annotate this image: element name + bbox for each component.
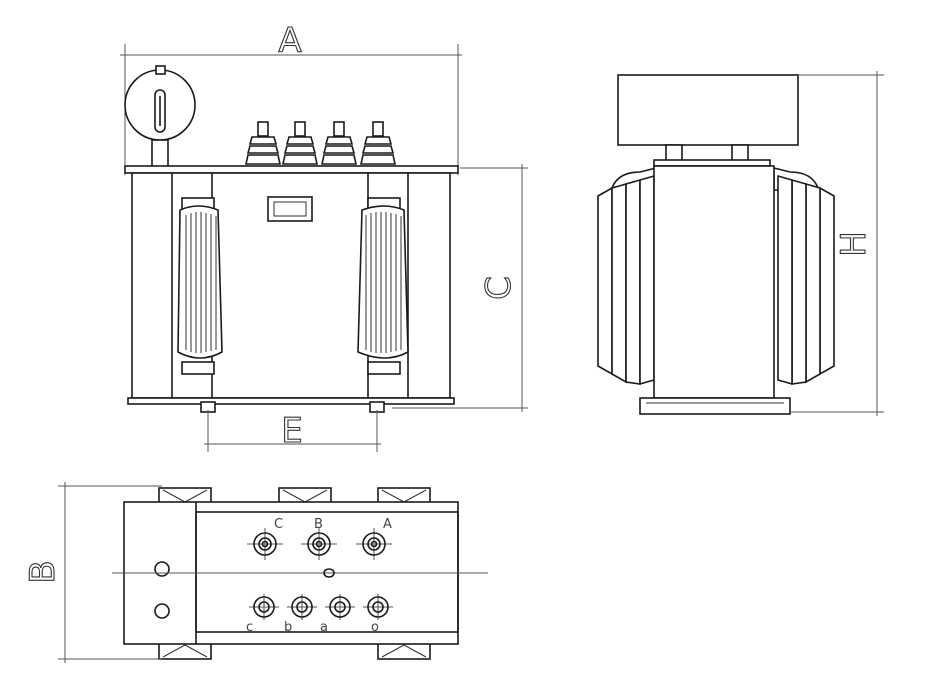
lv-terminal-o: o bbox=[363, 594, 393, 635]
lug-bottom-right bbox=[377, 642, 431, 660]
dimension-a: A bbox=[120, 20, 462, 175]
bushing-2 bbox=[282, 121, 318, 165]
conservator bbox=[124, 65, 196, 171]
dimension-label-a: A bbox=[278, 21, 301, 61]
lv-terminal-c: c bbox=[246, 594, 279, 635]
lv-terminal-b: b bbox=[284, 594, 317, 635]
lv-terminals: c b a o bbox=[246, 594, 393, 635]
bushing-1 bbox=[245, 121, 281, 165]
hv-terminal-a: A bbox=[356, 517, 392, 560]
radiator-side-right bbox=[777, 174, 835, 386]
hv-label-b: B bbox=[314, 517, 323, 532]
dimension-e: E bbox=[204, 410, 381, 452]
dimension-label-e: E bbox=[281, 411, 302, 451]
tank-side bbox=[653, 165, 775, 399]
radiator-left bbox=[171, 173, 223, 398]
dimension-b: B bbox=[22, 482, 162, 663]
lv-terminal-a: a bbox=[320, 594, 355, 635]
bushing-4 bbox=[360, 121, 396, 165]
nameplate bbox=[267, 196, 313, 222]
front-view: A bbox=[120, 20, 528, 452]
tank-cover bbox=[124, 165, 459, 174]
hv-label-c: C bbox=[274, 517, 283, 532]
dimension-label-b: B bbox=[23, 560, 63, 583]
hv-label-a: A bbox=[383, 517, 392, 532]
side-view: H bbox=[597, 71, 884, 416]
lv-label-b: b bbox=[284, 620, 292, 635]
dimension-label-c: C bbox=[479, 276, 519, 300]
hv-terminals: C B A bbox=[247, 517, 392, 560]
dimension-label-h: H bbox=[834, 231, 874, 257]
lug-top-right bbox=[377, 487, 431, 505]
lv-label-c: c bbox=[246, 620, 253, 635]
top-view: C B A bbox=[22, 482, 488, 663]
dimension-h: H bbox=[790, 71, 884, 416]
radiator-right bbox=[357, 173, 409, 398]
lv-label-a: a bbox=[320, 620, 328, 635]
lv-label-o: o bbox=[371, 620, 379, 635]
conservator-side bbox=[617, 74, 799, 146]
bushing-3 bbox=[321, 121, 357, 165]
tank-side-base bbox=[639, 397, 791, 415]
hv-terminal-b: B bbox=[301, 517, 337, 560]
radiator-side-left bbox=[597, 174, 655, 386]
tank-base bbox=[127, 397, 455, 405]
lug-bottom-left bbox=[158, 642, 212, 660]
hv-terminal-c: C bbox=[247, 517, 283, 560]
dimension-c: C bbox=[392, 164, 528, 412]
